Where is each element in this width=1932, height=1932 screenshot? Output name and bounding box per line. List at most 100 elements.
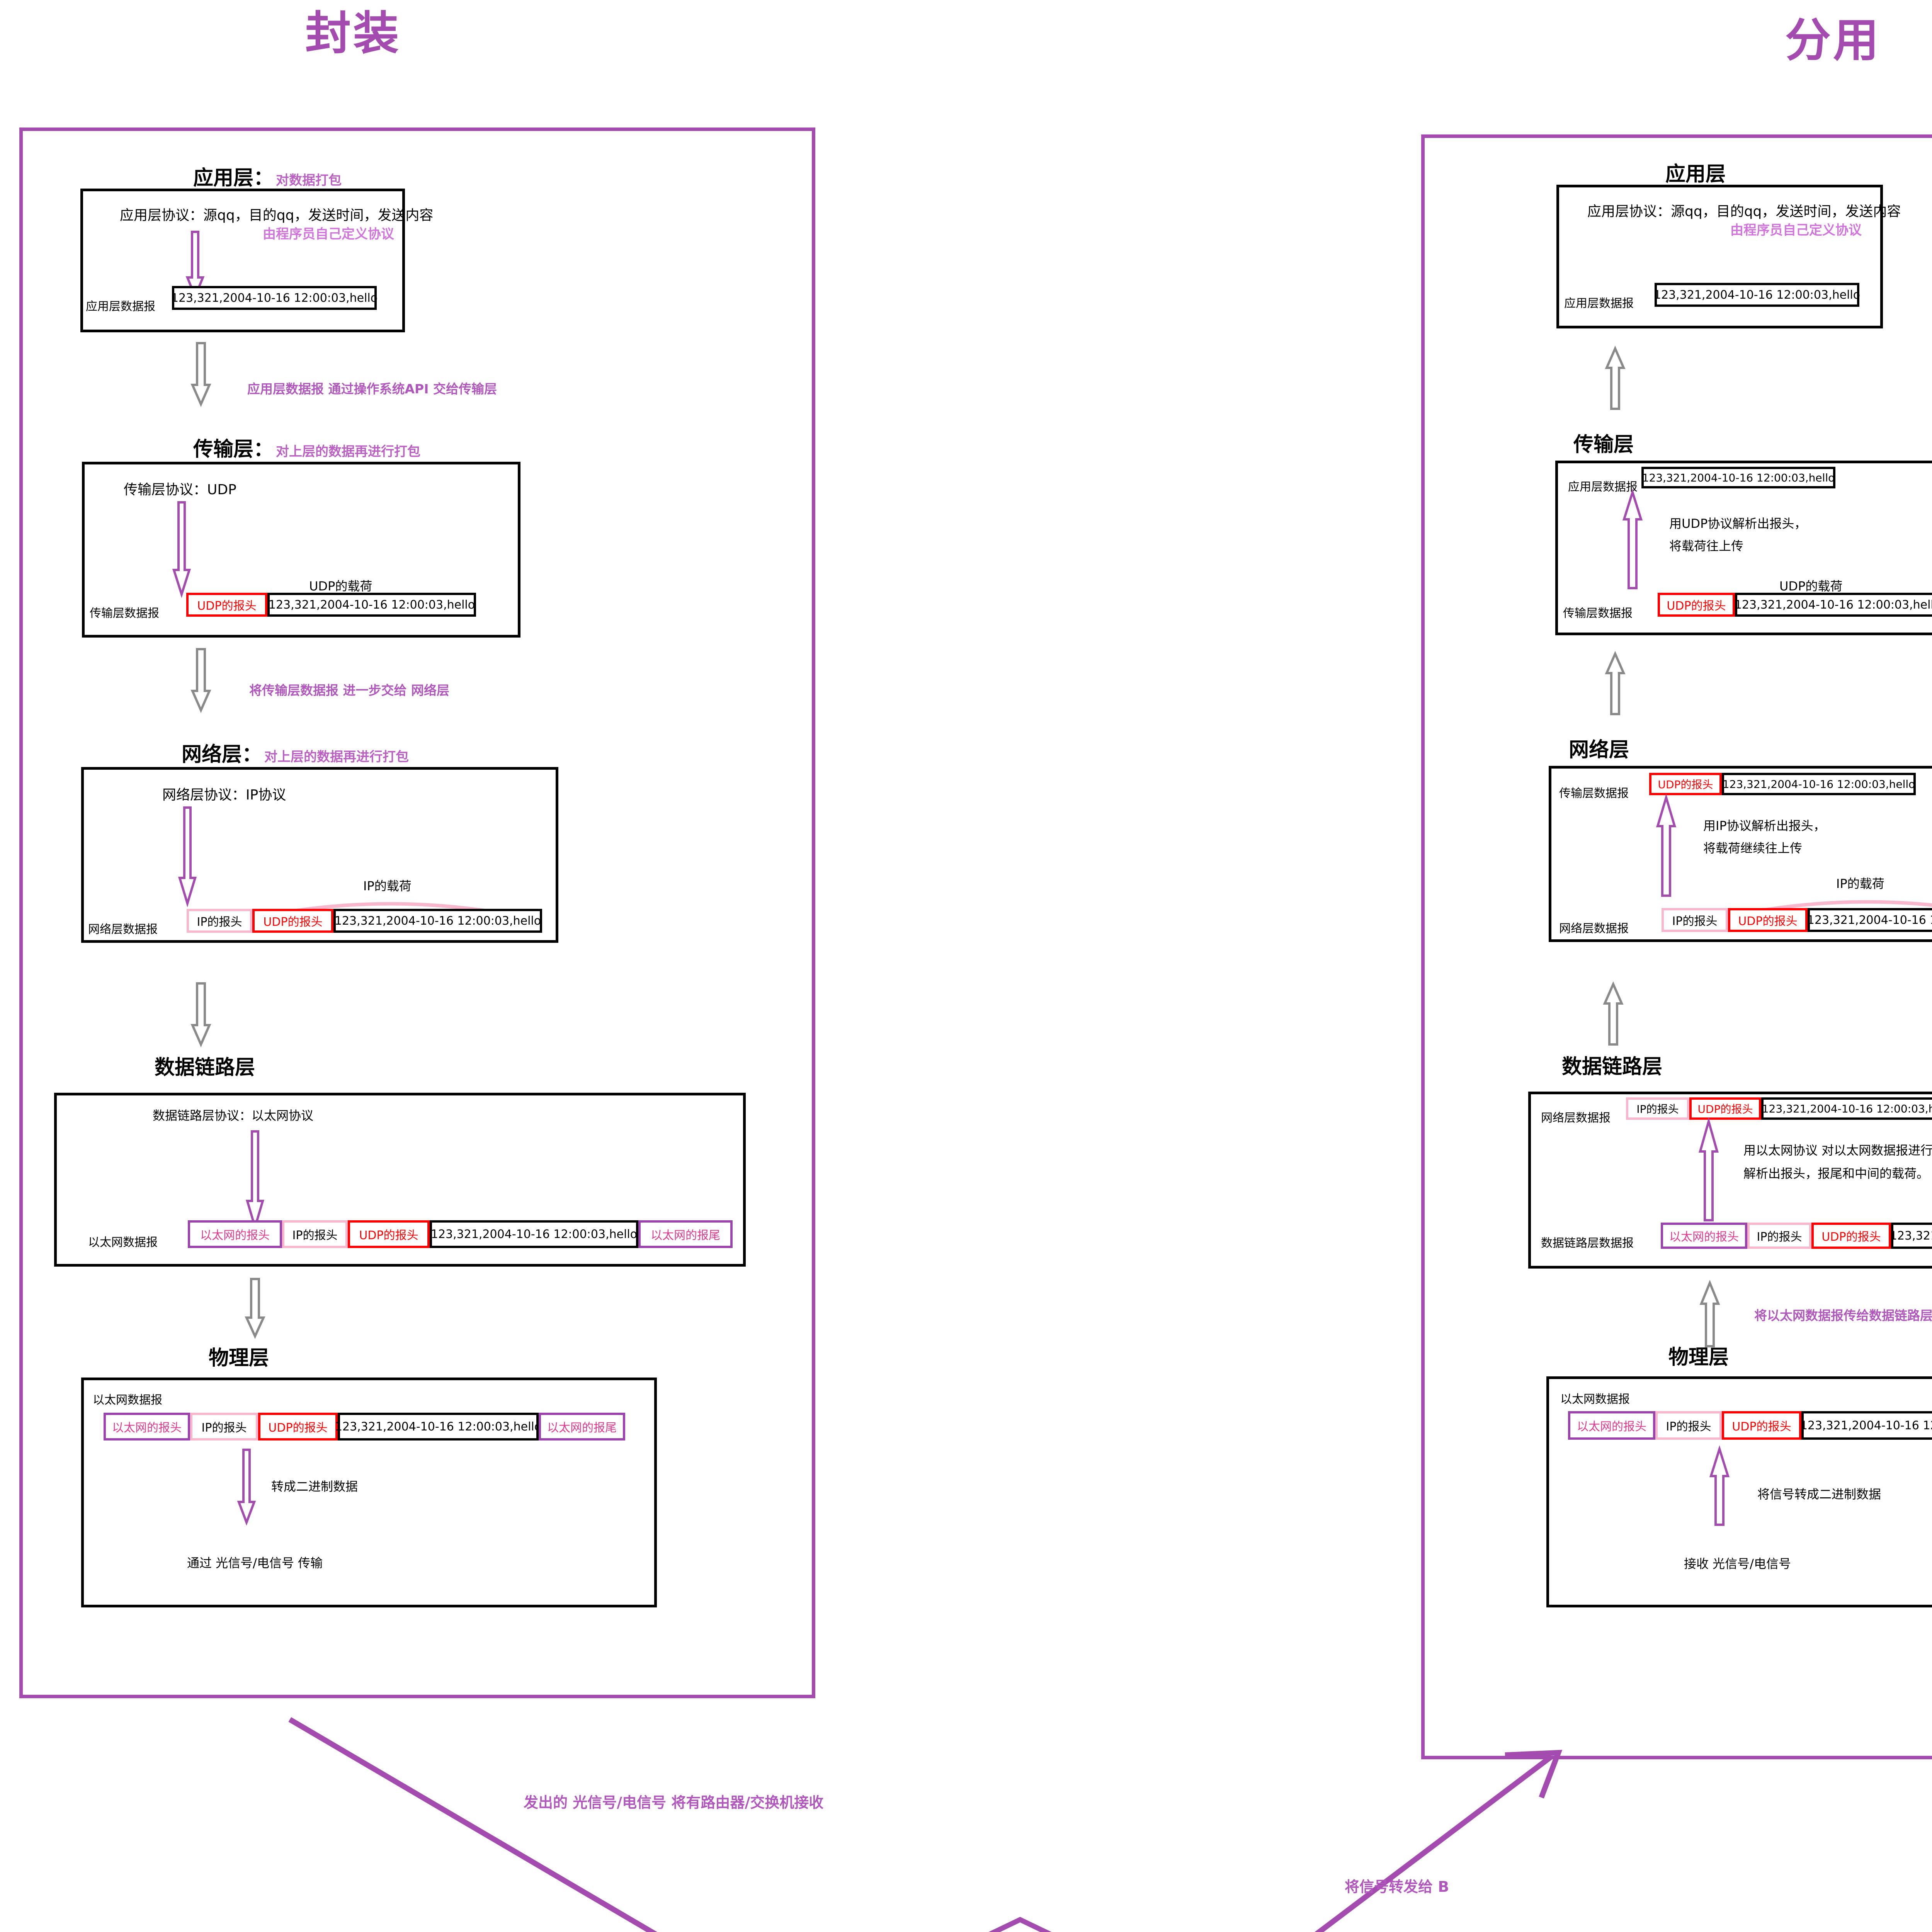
- enc-transport-payload-cell: 123,321,2004-10-16 12:00:03,hello: [267, 593, 476, 617]
- enc-network-datagram-label: 网络层数据报: [88, 923, 158, 936]
- enc-datalink-eth-trailer-cell: 以太网的报尾: [638, 1220, 733, 1248]
- enc-physical-eth-header-cell: 以太网的报头: [104, 1413, 190, 1440]
- dem-datalink-eth-header-cell: 以太网的报头: [1661, 1223, 1747, 1249]
- enc-network-brace-label: IP的载荷: [363, 879, 412, 893]
- enc-network-protocol-line: 网络层协议：IP协议: [162, 787, 286, 803]
- enc-app-protocol-note: 由程序员自己定义协议: [263, 226, 394, 242]
- enc-transport-datagram-label: 传输层数据报: [90, 607, 159, 620]
- dem-datalink-to-network-arrow-icon: [1603, 981, 1624, 1046]
- enc-network-down-arrow-icon: [178, 806, 197, 908]
- dem-datalink-udp-header-cell: UDP的报头: [1811, 1223, 1891, 1249]
- dem-datalink-top-ip-header-cell: IP的报头: [1626, 1097, 1689, 1120]
- dem-app-datagram-label: 应用层数据报: [1564, 297, 1634, 310]
- enc-datalink-layer-heading: 数据链路层: [155, 1051, 255, 1080]
- dem-network-to-transport-arrow-icon: [1605, 651, 1626, 715]
- dem-physical-udp-header-cell: UDP的报头: [1722, 1411, 1801, 1440]
- dem-transport-step-line2: 将载荷往上传: [1669, 539, 1744, 553]
- dem-physical-to-datalink-note: 将以太网数据报传给数据链路层: [1754, 1308, 1932, 1323]
- enc-transport-layer-heading: 传输层：对上层的数据再进行打包: [193, 438, 421, 461]
- dem-app-payload-cell: 123,321,2004-10-16 12:00:03,hello: [1654, 283, 1860, 307]
- dem-transport-udp-header-cell: UDP的报头: [1658, 593, 1735, 617]
- dem-datalink-ip-header-cell: IP的报头: [1747, 1223, 1811, 1249]
- dem-network-up-arrow-icon: [1656, 793, 1677, 897]
- dem-network-step-line2: 将载荷继续往上传: [1703, 841, 1803, 855]
- dem-datalink-bottom-datagram-label: 数据链路层数据报: [1541, 1236, 1634, 1250]
- dem-network-brace-label: IP的载荷: [1836, 876, 1884, 891]
- enc-app-layer-note: 对数据打包: [276, 173, 342, 188]
- dem-physical-eth-header-cell: 以太网的报头: [1568, 1411, 1655, 1440]
- encapsulation-title: 封装: [305, 7, 401, 60]
- enc-network-to-datalink-arrow-icon: [190, 982, 211, 1048]
- enc-datalink-datagram-label: 以太网数据报: [88, 1236, 158, 1249]
- enc-network-layer-note: 对上层的数据再进行打包: [264, 749, 409, 765]
- enc-network-layer-heading: 网络层：对上层的数据再进行打包: [182, 743, 409, 766]
- enc-datalink-layer-name: 数据链路层: [155, 1056, 255, 1079]
- dem-transport-layer-heading: 传输层: [1573, 428, 1634, 457]
- enc-physical-down-arrow-icon: [237, 1449, 256, 1526]
- dem-datalink-layer-name: 数据链路层: [1562, 1055, 1663, 1078]
- dem-network-udp-header-cell: UDP的报头: [1728, 908, 1808, 932]
- dem-datalink-top-udp-header-cell: UDP的报头: [1689, 1097, 1761, 1120]
- enc-datalink-ip-header-cell: IP的报头: [282, 1220, 348, 1248]
- dem-network-bottom-datagram-label: 网络层数据报: [1559, 922, 1629, 935]
- enc-app-to-transport-note: 应用层数据报 通过操作系统API 交给传输层: [247, 381, 497, 396]
- dem-physical-datagram-label: 以太网数据报: [1560, 1393, 1630, 1406]
- dem-transport-top-payload-cell: 123,321,2004-10-16 12:00:03,hello: [1641, 467, 1835, 488]
- router-send-note: 发出的 光信号/电信号 将有路由器/交换机接收: [524, 1794, 824, 1811]
- enc-network-layer-name: 网络层: [182, 743, 242, 766]
- dem-datalink-step-line2: 解析出报头，报尾和中间的载荷。: [1743, 1166, 1929, 1181]
- send-to-router-arrow-icon: [288, 1717, 658, 1932]
- enc-datalink-eth-header-cell: 以太网的报头: [188, 1220, 282, 1248]
- dem-transport-payload-cell: 123,321,2004-10-16 12:00:03,hello: [1735, 593, 1932, 617]
- dem-network-top-udp-header-cell: UDP的报头: [1649, 773, 1722, 795]
- enc-transport-to-network-arrow-icon: [190, 648, 211, 713]
- enc-physical-udp-header-cell: UDP的报头: [258, 1413, 338, 1440]
- enc-transport-layer-name: 传输层: [193, 438, 254, 461]
- enc-transport-brace-label: UDP的载荷: [309, 579, 372, 594]
- enc-physical-layer-name: 物理层: [209, 1347, 269, 1370]
- dem-network-top-datagram-label: 传输层数据报: [1559, 787, 1629, 800]
- dem-datalink-layer-heading: 数据链路层: [1562, 1050, 1662, 1079]
- dem-network-top-payload-cell: 123,321,2004-10-16 12:00:03,hello: [1722, 773, 1916, 795]
- enc-app-to-transport-arrow-icon: [190, 342, 211, 407]
- enc-transport-udp-header-cell: UDP的报头: [186, 593, 267, 617]
- dem-transport-bottom-datagram-label: 传输层数据报: [1563, 607, 1633, 620]
- dem-datalink-top-payload-cell: 123,321,2004-10-16 12:00:03,hello: [1761, 1097, 1932, 1120]
- enc-physical-layer-heading: 物理层: [209, 1342, 269, 1371]
- dem-app-layer-heading: 应用层: [1665, 158, 1726, 187]
- dem-datalink-up-arrow-icon: [1699, 1117, 1719, 1221]
- enc-physical-datagram-label: 以太网数据报: [93, 1393, 162, 1407]
- enc-physical-convert-note: 转成二进制数据: [271, 1479, 358, 1494]
- enc-datalink-udp-header-cell: UDP的报头: [348, 1220, 430, 1248]
- dem-datalink-payload-cell: 123,321,2004-10-16 12:00:03,hello: [1890, 1223, 1932, 1249]
- enc-app-protocol-line: 应用层协议：源qq，目的qq，发送时间，发送内容: [120, 207, 434, 223]
- enc-app-layer-heading: 应用层：对数据打包: [193, 167, 342, 190]
- enc-physical-layer-box: [81, 1378, 657, 1607]
- router-forward-arrow-icon: [1315, 1750, 1563, 1932]
- dem-network-payload-cell: 123,321,2004-10-16 12:00:03,hello: [1807, 908, 1932, 932]
- enc-app-layer-name: 应用层: [193, 167, 254, 190]
- dem-transport-to-app-arrow-icon: [1605, 345, 1626, 410]
- enc-transport-layer-note: 对上层的数据再进行打包: [276, 444, 421, 459]
- dem-transport-up-arrow-icon: [1622, 488, 1643, 589]
- enc-datalink-down-arrow-icon: [245, 1130, 265, 1231]
- enc-physical-payload-cell: 123,321,2004-10-16 12:00:03,hello: [335, 1413, 541, 1440]
- enc-physical-ip-header-cell: IP的报头: [190, 1413, 258, 1440]
- enc-transport-to-network-note: 将传输层数据报 进一步交给 网络层: [249, 683, 449, 698]
- dem-app-layer-name: 应用层: [1665, 163, 1726, 186]
- dem-physical-payload-cell: 123,321,2004-10-16 12:00:03,hello: [1800, 1411, 1932, 1440]
- dem-app-protocol-note: 由程序员自己定义协议: [1730, 223, 1862, 238]
- dem-physical-layer-heading: 物理层: [1668, 1341, 1729, 1370]
- dem-transport-brace-label: UDP的载荷: [1779, 579, 1843, 594]
- dem-network-layer-name: 网络层: [1569, 738, 1629, 762]
- dem-transport-step-line1: 用UDP协议解析出报头，: [1669, 516, 1807, 531]
- dem-physical-layer-name: 物理层: [1668, 1346, 1729, 1369]
- enc-app-datagram-label: 应用层数据报: [86, 300, 155, 313]
- enc-app-payload-cell: 123,321,2004-10-16 12:00:03,hello: [171, 286, 378, 310]
- dem-physical-ip-header-cell: IP的报头: [1655, 1411, 1722, 1440]
- enc-transport-protocol-line: 传输层协议：UDP: [124, 482, 236, 498]
- enc-network-ip-header-cell: IP的报头: [187, 909, 252, 933]
- router-forward-note: 将信号转发给 B: [1345, 1878, 1449, 1895]
